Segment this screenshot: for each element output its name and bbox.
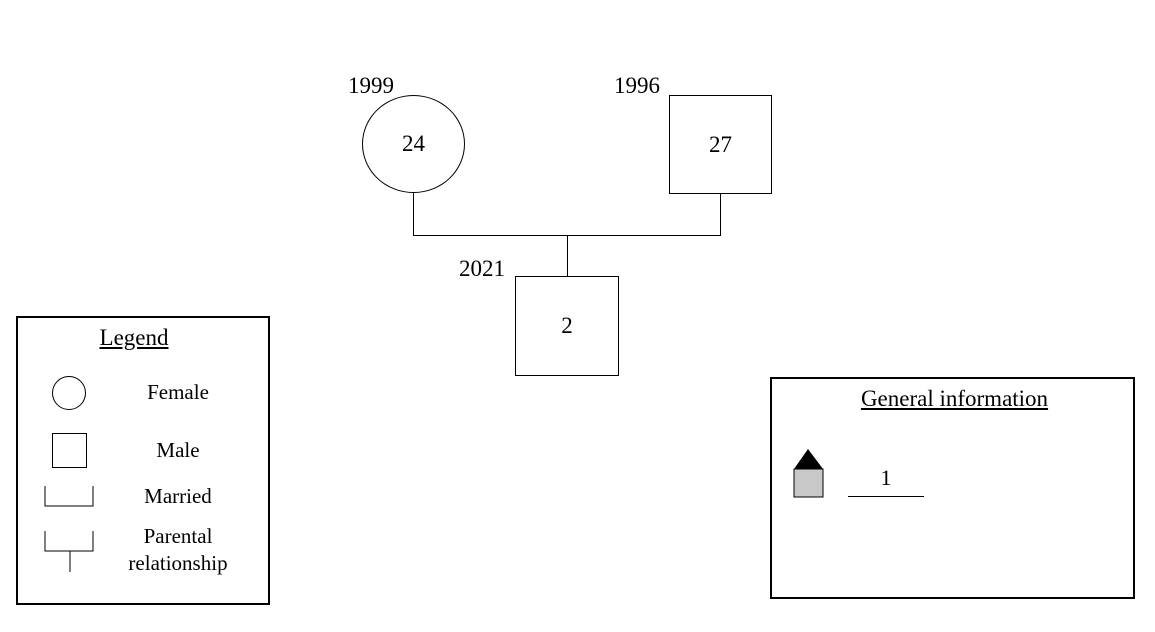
parental-line xyxy=(567,235,568,276)
child-age: 2 xyxy=(561,313,573,338)
legend-parental-label-line2: relationship xyxy=(128,551,228,576)
legend-parental-label: Parental relationship xyxy=(108,523,248,578)
mother-birth-year: 1999 xyxy=(348,73,394,98)
general-information-box: General information 1 xyxy=(770,377,1135,599)
father-male-symbol: 27 xyxy=(669,95,772,194)
marriage-line-left xyxy=(413,193,414,235)
legend-female-label: Female xyxy=(147,380,209,404)
legend-box: Legend Female Male Married Parental rela… xyxy=(16,316,270,605)
legend-parental-symbol xyxy=(44,531,94,572)
house-icon xyxy=(793,449,824,498)
legend-title: Legend xyxy=(99,325,169,350)
household-count: 1 xyxy=(848,465,924,497)
legend-married-label: Married xyxy=(144,484,212,508)
legend-married-symbol xyxy=(44,486,94,507)
mother-female-symbol: 24 xyxy=(362,95,465,193)
legend-male-label: Male xyxy=(156,438,200,462)
father-age: 27 xyxy=(709,131,732,157)
father-birth-year: 1996 xyxy=(614,73,660,98)
marriage-line-right xyxy=(720,194,721,235)
child-male-symbol: 2 xyxy=(515,276,619,376)
legend-parental-label-line1: Parental xyxy=(143,524,213,548)
general-information-title: General information xyxy=(860,386,1049,411)
legend-female-symbol xyxy=(52,376,86,410)
legend-male-symbol xyxy=(52,433,87,468)
child-birth-year: 2021 xyxy=(459,256,505,281)
mother-age: 24 xyxy=(402,131,425,156)
